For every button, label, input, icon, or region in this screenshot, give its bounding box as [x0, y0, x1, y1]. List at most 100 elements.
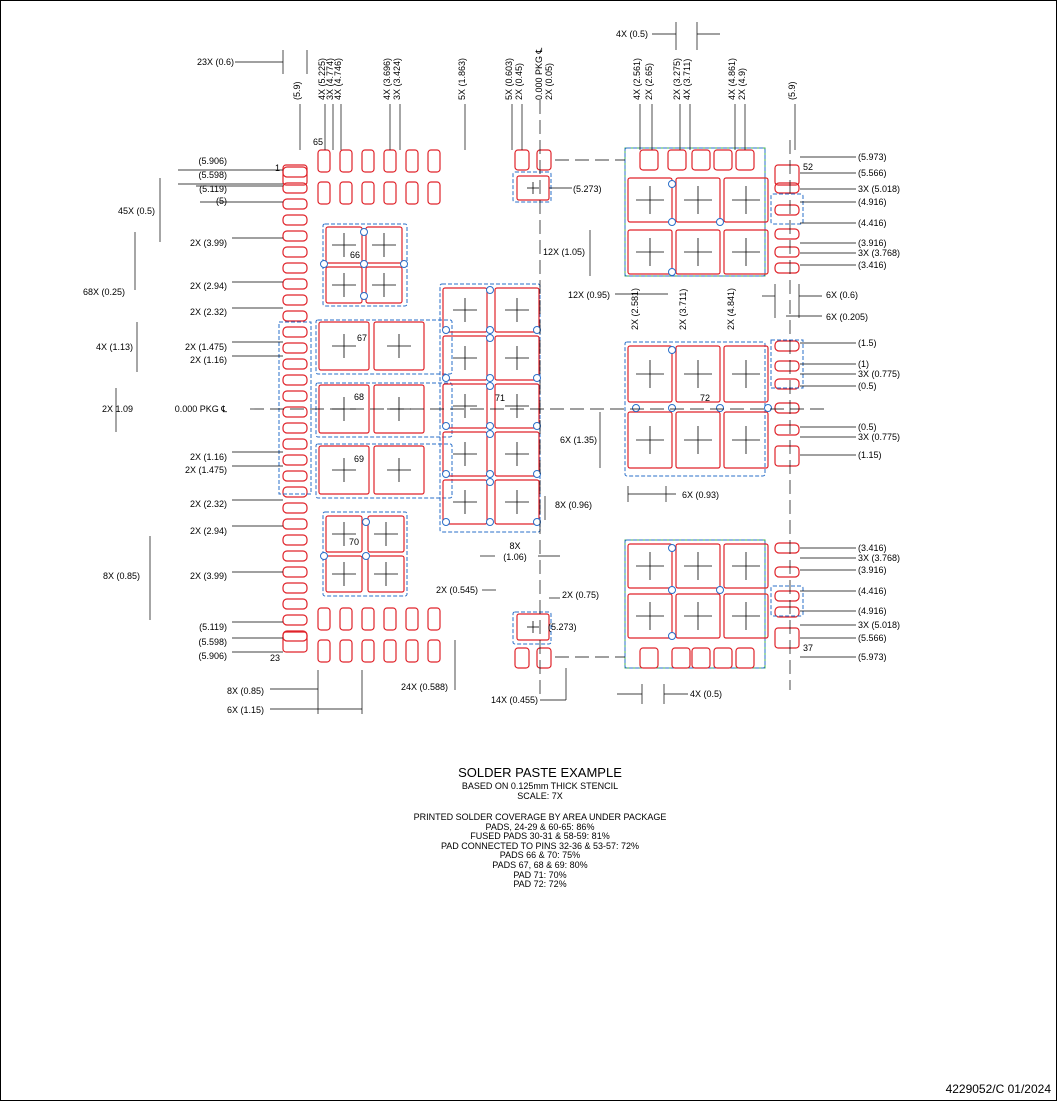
solder-paste-pad [339, 607, 353, 631]
thermal-via [400, 260, 408, 268]
solder-paste-pad [774, 606, 800, 618]
coverage-line: PAD CONNECTED TO PINS 32-36 & 53-57: 72% [440, 840, 640, 851]
dimension-label: 2X (1.475) [185, 342, 227, 352]
dimension-label: 8X (0.85) [103, 571, 140, 581]
coverage-line: PAD 71: 70% [513, 869, 567, 880]
solder-paste-pad [494, 383, 540, 429]
solder-paste-pad [494, 335, 540, 381]
solder-paste-pad [361, 181, 375, 205]
dimension-label: (4.916) [858, 606, 887, 616]
dimension-label: 2X (2.32) [190, 499, 227, 509]
dimension-label: (5.906) [198, 651, 227, 661]
solder-mask-outline [624, 147, 766, 277]
thermal-via [533, 326, 541, 334]
dimension-label: (5.119) [199, 184, 227, 194]
thermal-via [668, 586, 676, 594]
solder-paste-pad [774, 378, 800, 390]
thermal-via [486, 518, 494, 526]
thermal-via [360, 260, 368, 268]
thermal-via [442, 470, 450, 478]
dimension-label: 2X (0.45) [514, 63, 524, 100]
solder-paste-pad [723, 229, 769, 275]
dimension-label: 14X (0.455) [491, 695, 538, 705]
dimension-label: 2X 1.09 [102, 404, 133, 414]
solder-paste-pad [282, 294, 308, 306]
thermal-via [442, 518, 450, 526]
solder-paste-pad [627, 345, 673, 403]
dimension-label: 2X (0.05) [544, 63, 554, 100]
thermal-via [362, 552, 370, 560]
solder-paste-pad [282, 230, 308, 242]
pad-number-label: 23 [270, 653, 280, 663]
solder-paste-pad [317, 639, 331, 663]
pad-outline [624, 147, 766, 277]
dimension-label: (4.416) [858, 586, 887, 596]
solder-paste-pad [691, 149, 711, 171]
solder-paste-pad [723, 177, 769, 223]
solder-paste-pad [282, 614, 308, 626]
solder-paste-pad [427, 181, 441, 205]
coverage-line: PADS 66 & 70: 75% [499, 850, 581, 861]
thermal-via [533, 374, 541, 382]
dimension-label: (5) [216, 196, 227, 206]
solder-paste-pad [383, 607, 397, 631]
thermal-via [362, 518, 370, 526]
solder-paste-pad [627, 229, 673, 275]
solder-paste-pad [735, 149, 755, 171]
coverage-line: FUSED PADS 30-31 & 58-59: 81% [470, 831, 610, 842]
solder-paste-pad [639, 647, 659, 669]
thermal-via [533, 422, 541, 430]
dimension-label: 4X (1.13) [96, 342, 133, 352]
dimension-label: (5.566) [858, 633, 887, 643]
pad-number-label: 68 [354, 392, 364, 402]
solder-paste-pad [325, 555, 363, 593]
pad-number-label: 67 [357, 333, 367, 343]
solder-paste-pad [325, 226, 363, 264]
solder-paste-pad [774, 566, 800, 578]
solder-paste-pad [365, 226, 403, 264]
thermal-via [442, 422, 450, 430]
solder-paste-pad [361, 639, 375, 663]
solder-paste-pad [675, 229, 721, 275]
dimension-label: 0.000 PKG ℄ [175, 404, 228, 414]
solder-paste-pad [405, 149, 419, 173]
solder-paste-pad [442, 479, 488, 525]
thermal-via [533, 470, 541, 478]
dimension-label: 2X (2.32) [190, 307, 227, 317]
dimension-label: (5.9) [787, 81, 797, 100]
dimension-label: 8X (0.85) [227, 686, 264, 696]
solder-paste-pad [317, 149, 331, 173]
solder-paste-pad [282, 486, 308, 498]
solder-paste-pad [723, 593, 769, 639]
thermal-via [716, 218, 724, 226]
solder-paste-pad [282, 164, 308, 186]
dimension-label: (5.906) [198, 156, 227, 166]
solder-paste-pad [282, 278, 308, 290]
solder-paste-pad [442, 383, 488, 429]
solder-paste-pad [317, 181, 331, 205]
dimension-label: (4.416) [858, 218, 887, 228]
dimension-label: 8X (0.96) [555, 500, 592, 510]
dimension-label: 24X (0.588) [401, 682, 448, 692]
dimension-label: (4.916) [858, 197, 887, 207]
solder-paste-pad [536, 647, 552, 669]
solder-paste-pad [516, 613, 550, 641]
solder-paste-pad [667, 149, 687, 171]
solder-mask-outline [624, 539, 766, 669]
document-number: 4229052/C 01/2024 [945, 1082, 1051, 1096]
dimension-label: (5.273) [548, 622, 577, 632]
dimension-label: 2X (1.16) [190, 452, 227, 462]
dimension-label: 5X (0.603) [504, 58, 514, 100]
dimension-label: (0.5) [858, 381, 877, 391]
solder-paste-pad [282, 326, 308, 338]
solder-paste-pad [442, 335, 488, 381]
solder-paste-pad [405, 607, 419, 631]
dimension-label: 3X (0.775) [858, 369, 900, 379]
dimension-label: 2X (0.545) [436, 585, 478, 595]
dimension-label: 4X (2.561) [632, 58, 642, 100]
dimension-label: 2X (2.94) [190, 526, 227, 536]
solder-paste-pad [282, 374, 308, 386]
solder-paste-pad [282, 518, 308, 530]
dimension-label: (3.916) [858, 238, 887, 248]
